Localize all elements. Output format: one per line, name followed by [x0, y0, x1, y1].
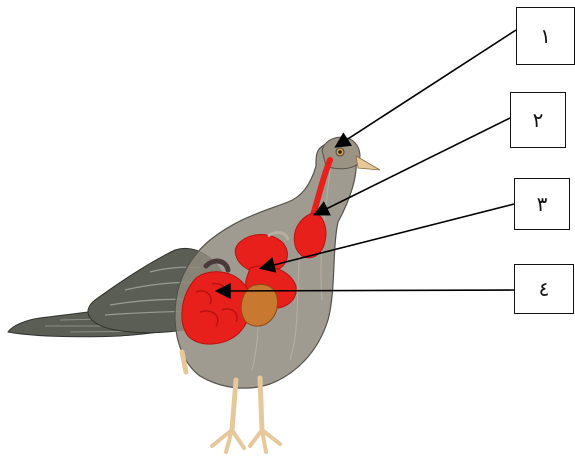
label-box-4: ٤: [514, 264, 574, 314]
label-box-1: ١: [516, 7, 575, 65]
label-2-text: ٢: [533, 108, 544, 132]
arrow-4: [218, 290, 514, 291]
label-1-text: ١: [540, 24, 551, 48]
label-box-2: ٢: [510, 92, 566, 148]
label-4-text: ٤: [539, 277, 550, 301]
label-3-text: ٣: [537, 192, 548, 216]
label-box-3: ٣: [514, 178, 570, 230]
